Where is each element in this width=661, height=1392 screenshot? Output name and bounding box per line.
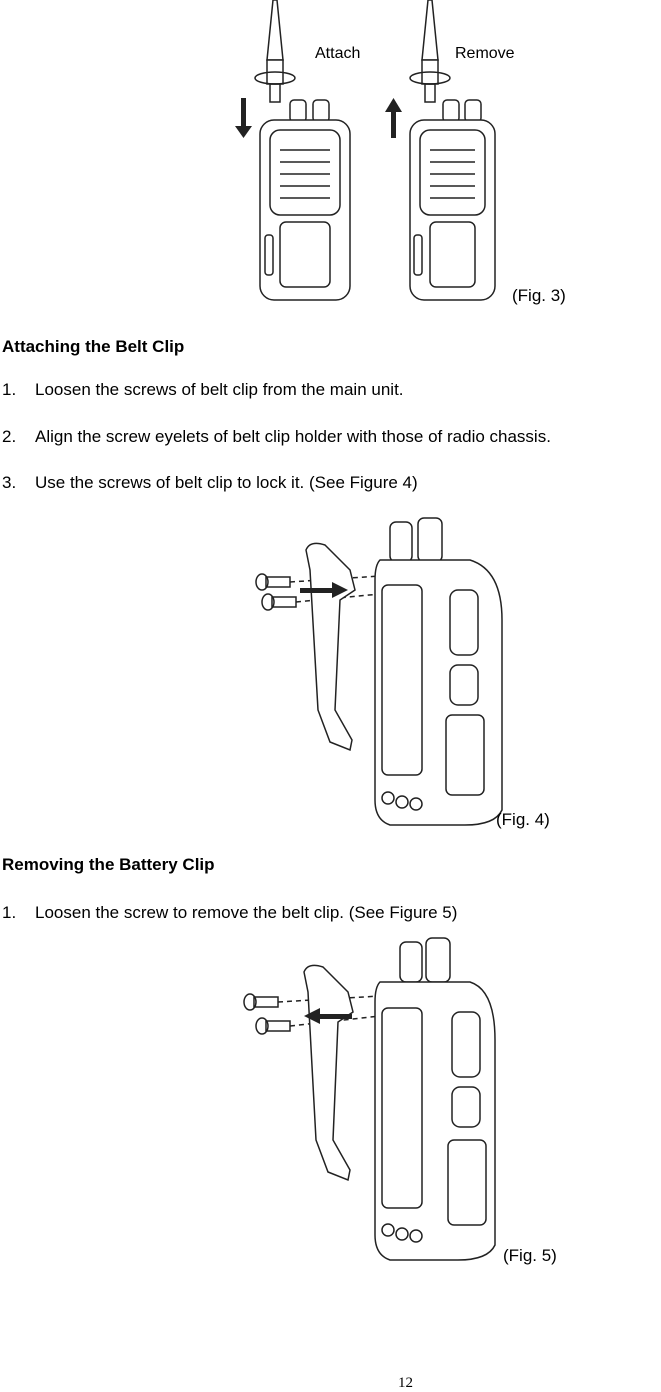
screw-icon [255,573,291,591]
section-heading-remove: Removing the Battery Clip [2,855,215,874]
step-number: 3. [2,473,17,492]
attach-step-1: 1. Loosen the screws of belt clip from th… [2,380,404,400]
figure-4-belt-clip-attach-illustration [255,517,503,826]
figure-4-caption: (Fig. 4) [496,810,550,829]
screw-icon [255,1017,291,1035]
attach-direction-arrow-icon [300,582,348,598]
attach-label: Attach [315,45,360,62]
radio-remove-illustration [409,0,496,301]
belt-clip-shape [305,542,356,752]
attach-step-3: 3. Use the screws of belt clip to lock it… [2,473,418,493]
step-text: Use the screws of belt clip to lock it. … [35,473,418,492]
figure-3-caption: (Fig. 3) [512,286,566,305]
step-number: 1. [2,380,17,399]
screw-icon [261,593,297,611]
step-number: 2. [2,427,17,446]
remove-arrow-icon [385,98,402,138]
attach-step-2: 2. Align the screw eyelets of belt clip h… [2,427,551,447]
radio-side-body [374,517,503,826]
step-text: Loosen the screw to remove the belt clip… [35,903,458,922]
section-heading-attach: Attaching the Belt Clip [2,337,185,356]
figure-3-antenna-illustration: Attach Remove [235,0,515,301]
screw-icon [243,993,279,1011]
remove-step-1: 1. Loosen the screw to remove the belt cl… [2,903,457,923]
radio-side-body [374,937,496,1261]
step-text: Loosen the screws of belt clip from the … [35,380,404,399]
figure-5-belt-clip-remove-illustration [243,937,496,1261]
belt-clip-shape [303,964,354,1182]
radio-attach-illustration [254,0,351,301]
figure-5-caption: (Fig. 5) [503,1246,557,1265]
page-number: 12 [398,1375,413,1391]
step-number: 1. [2,903,17,922]
step-text: Align the screw eyelets of belt clip hol… [35,427,551,446]
remove-label: Remove [455,45,515,62]
attach-arrow-icon [235,98,252,138]
remove-direction-arrow-icon [304,1008,352,1024]
